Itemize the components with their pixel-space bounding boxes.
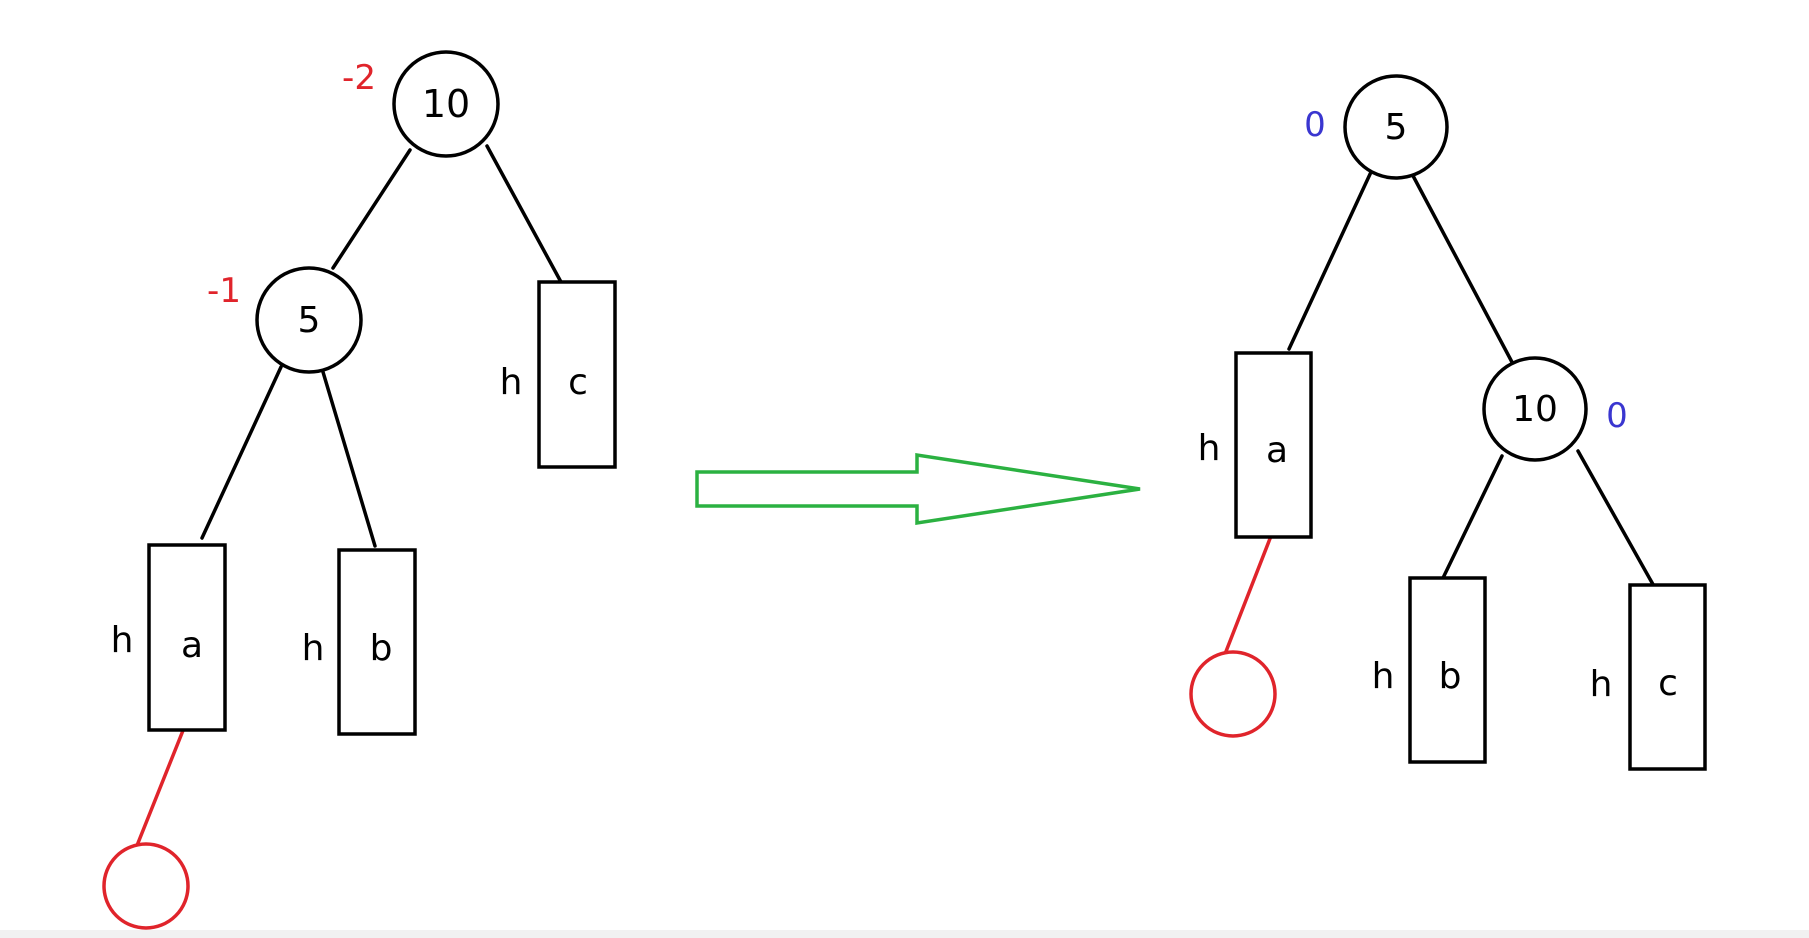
left-subtree-a-label: a <box>181 625 203 666</box>
right-edge-child-to-c <box>1576 449 1657 590</box>
rotation-arrow-icon <box>695 452 1141 526</box>
left-edge-root-to-c <box>485 144 563 284</box>
left-edge-child-to-b <box>321 370 377 548</box>
left-subtree-a <box>147 543 227 732</box>
right-subtree-b-height: h <box>1372 656 1395 697</box>
left-edge-root-to-child <box>331 148 412 270</box>
left-child-value: 5 <box>298 300 321 341</box>
left-root-balance: -2 <box>342 58 376 98</box>
right-root-value: 5 <box>1385 107 1408 148</box>
right-child-balance: 0 <box>1606 396 1628 436</box>
right-edge-root-to-child <box>1409 170 1515 366</box>
right-inserted-node <box>1189 650 1277 738</box>
right-child-value: 10 <box>1512 389 1558 430</box>
right-subtree-c-height: h <box>1590 664 1613 705</box>
left-subtree-b-label: b <box>370 628 393 669</box>
left-subtree-c-height: h <box>500 362 523 403</box>
right-subtree-c-label: c <box>1658 663 1678 704</box>
right-edge-root-to-a <box>1287 170 1373 351</box>
left-root-value: 10 <box>422 82 470 126</box>
right-root-balance: 0 <box>1304 105 1326 145</box>
left-inserted-node <box>102 842 190 930</box>
right-subtree-c <box>1628 583 1707 771</box>
left-root-node <box>392 50 500 158</box>
right-child-node <box>1482 356 1588 462</box>
left-edge-a-to-new-node <box>134 726 186 850</box>
left-subtree-a-height: h <box>111 620 134 661</box>
left-tree: 10 -2 5 -1 a h b h c h <box>102 50 617 930</box>
bottom-strip <box>0 930 1809 938</box>
right-subtree-b <box>1408 576 1487 764</box>
right-edge-child-to-b <box>1441 454 1504 580</box>
right-subtree-a <box>1234 351 1313 539</box>
left-subtree-b <box>337 548 417 736</box>
right-tree: 5 0 10 0 a h b h c h <box>1189 74 1707 771</box>
left-edge-child-to-a <box>200 365 283 540</box>
left-subtree-b-height: h <box>302 628 325 669</box>
left-child-balance: -1 <box>207 271 241 311</box>
right-subtree-a-height: h <box>1198 428 1221 469</box>
left-subtree-c <box>537 280 617 469</box>
right-root-node <box>1343 74 1449 180</box>
left-subtree-c-label: c <box>568 362 588 403</box>
right-subtree-b-label: b <box>1439 656 1462 697</box>
left-child-node <box>255 266 363 374</box>
right-edge-a-to-new-node <box>1223 534 1273 656</box>
right-subtree-a-label: a <box>1266 430 1288 471</box>
